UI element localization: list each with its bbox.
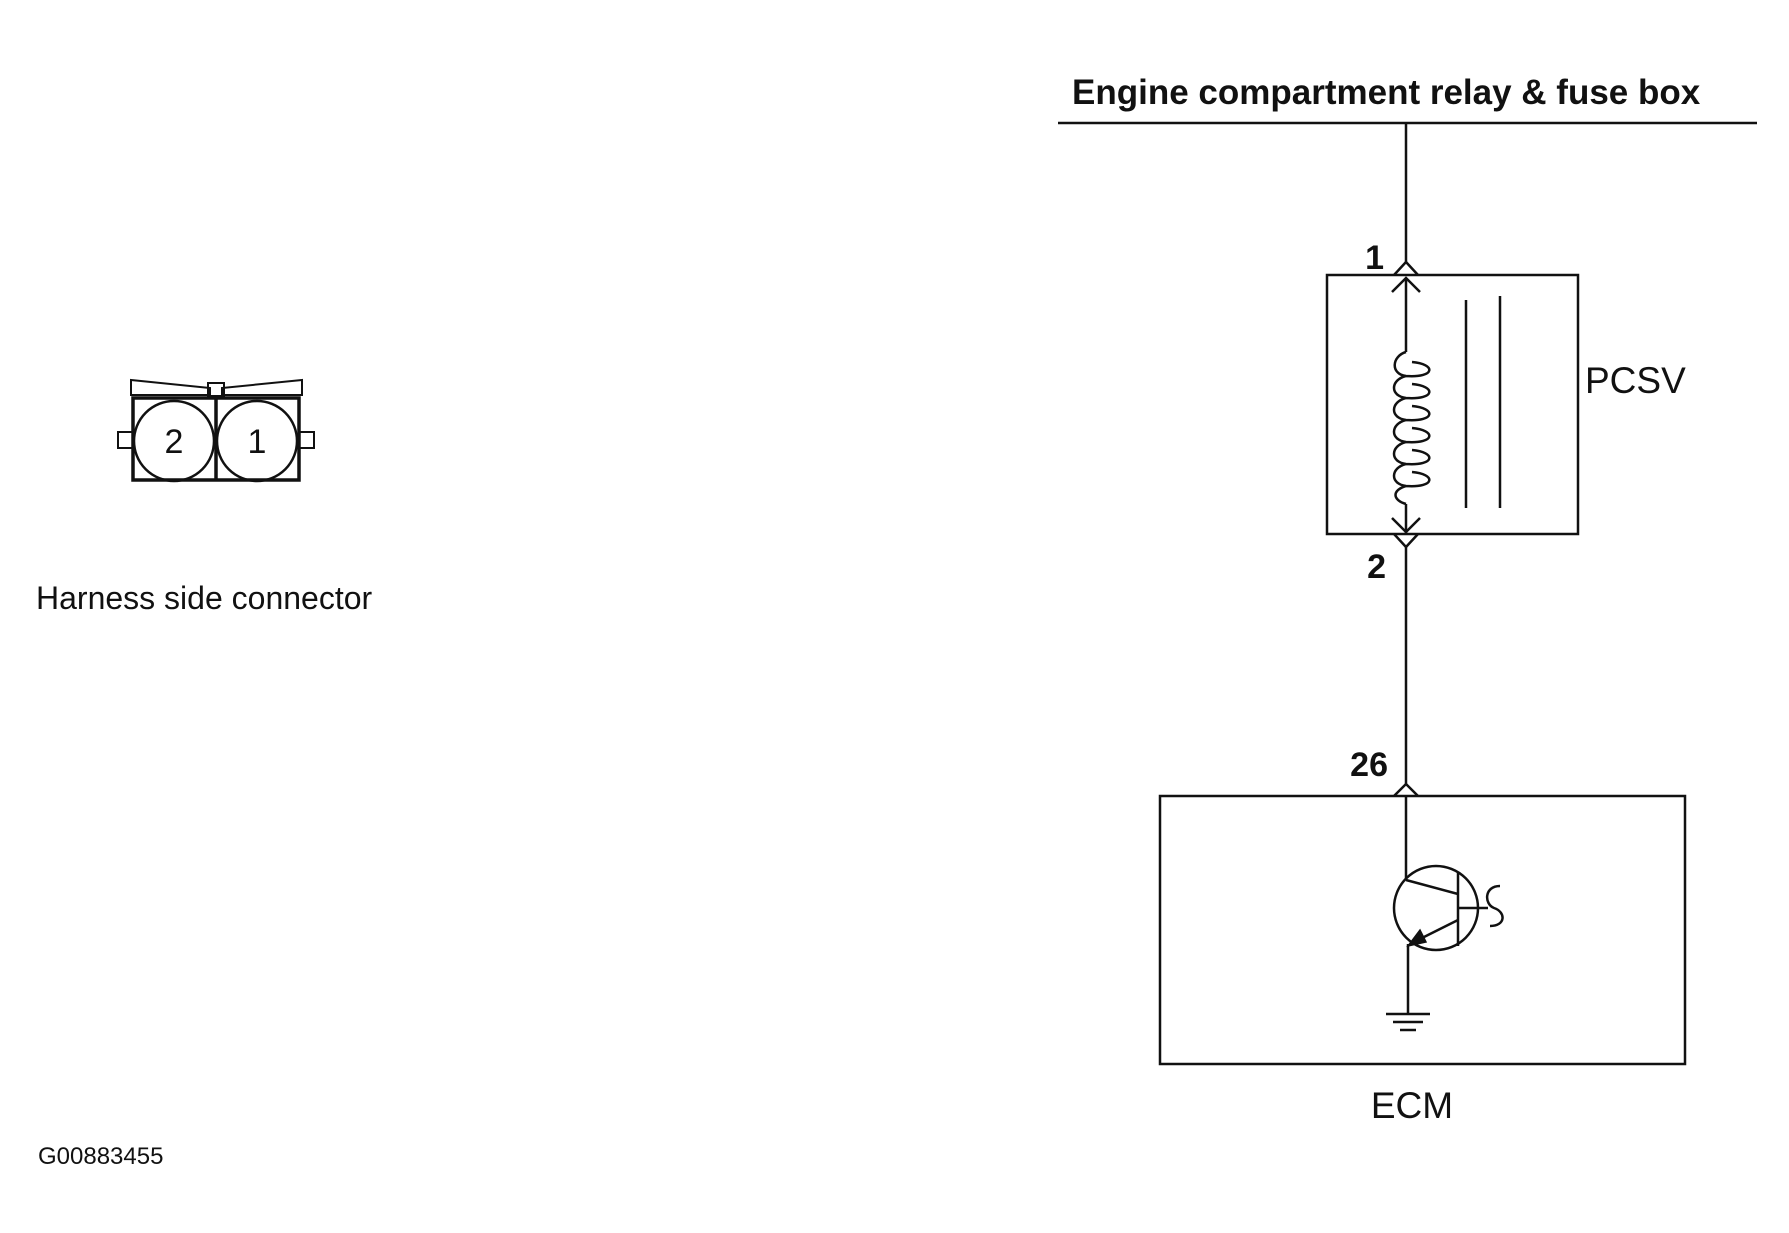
figure-id: G00883455 <box>38 1143 163 1170</box>
solenoid-coil <box>1392 350 1431 506</box>
connector-side-tab-left <box>117 431 134 449</box>
pcsv-pin-1-label: 1 <box>1365 239 1384 277</box>
connector-pin-2 <box>132 399 216 483</box>
connector-latch-right <box>221 378 303 396</box>
connector-center-tab <box>207 382 225 397</box>
pcsv-pin-1-terminal <box>1393 260 1419 276</box>
pcsv-inner-arrow-bottom <box>1391 517 1421 534</box>
connector-caption: Harness side connector <box>36 580 373 616</box>
ecm-pin-26-label: 26 <box>1350 746 1388 784</box>
ground-icon <box>1386 1012 1430 1032</box>
harness-connector: 2 1 <box>117 378 315 483</box>
pcsv-pin-2-label: 2 <box>1367 548 1386 586</box>
supply-label: Engine compartment relay & fuse box <box>1072 73 1701 112</box>
pcsv-component: 1 2 <box>1325 239 1580 586</box>
ecm-component: 26 <box>1158 746 1687 1066</box>
pcsv-pin-2-terminal <box>1393 533 1419 549</box>
pcsv-box <box>1325 273 1580 536</box>
transistor-collector <box>1405 878 1459 896</box>
connector-latch-left <box>130 378 211 396</box>
signal-input-icon <box>1486 884 1504 928</box>
connector-side-tab-right <box>298 431 315 449</box>
ecm-box <box>1158 794 1687 1066</box>
connector-pin-1-label: 1 <box>248 423 267 461</box>
ecm-pin-26-terminal <box>1393 782 1419 797</box>
pcsv-label: PCSV <box>1585 360 1686 401</box>
ecm-label: ECM <box>1371 1085 1453 1126</box>
transistor-emitter-arrow <box>1406 928 1428 948</box>
connector-pin-2-label: 2 <box>165 423 184 461</box>
connector-pin-1 <box>215 399 299 483</box>
